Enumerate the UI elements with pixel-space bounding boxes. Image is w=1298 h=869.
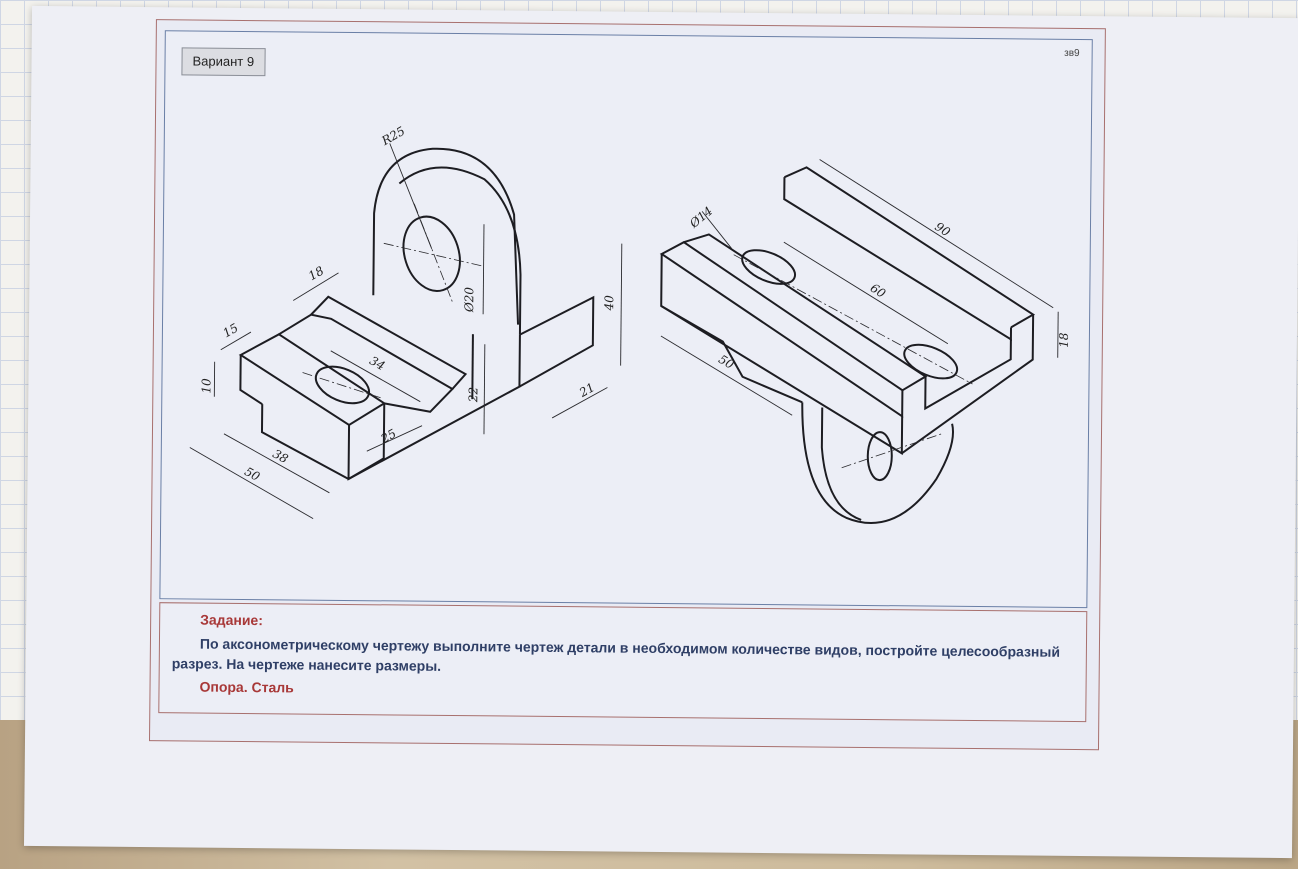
dim-38: 38 bbox=[270, 447, 290, 467]
left-part-drawing: R25 Ø20 40 22 21 34 18 15 10 bbox=[189, 124, 623, 520]
dim-21: 21 bbox=[576, 380, 597, 400]
dim-22: 22 bbox=[466, 387, 480, 403]
right-hole-2 bbox=[903, 343, 959, 380]
slot-back bbox=[310, 295, 468, 390]
lug-side-edge bbox=[471, 334, 474, 400]
round-lug-side bbox=[820, 407, 862, 521]
right-part-drawing: 90 60 Ø14 18 50 bbox=[659, 159, 1071, 524]
task-heading: Задание: bbox=[200, 611, 264, 629]
channel-bottom-profile bbox=[660, 305, 803, 404]
lug-hole-centerline-2 bbox=[383, 242, 484, 267]
drawing-frame: Вариант 9 зв9 bbox=[159, 30, 1093, 609]
dim-40: 40 bbox=[602, 295, 616, 312]
task-text: По аксонометрическому чертежу выполните … bbox=[171, 635, 1061, 674]
channel-floor bbox=[683, 233, 928, 392]
dim-d20: Ø20 bbox=[462, 287, 476, 314]
dim-18-right: 18 bbox=[1057, 332, 1071, 348]
dim-10: 10 bbox=[199, 378, 213, 394]
lug-hole bbox=[402, 215, 461, 292]
channel-left-wall bbox=[659, 241, 904, 419]
base-hole bbox=[314, 365, 371, 405]
dim-50-left: 50 bbox=[242, 464, 262, 484]
lug-front-contour bbox=[372, 147, 520, 325]
assignment-card: Вариант 9 зв9 bbox=[149, 19, 1106, 751]
base-hole-centerline bbox=[302, 372, 383, 399]
slot-outline bbox=[278, 313, 455, 413]
task-frame: Задание: По аксонометрическому чертежу в… bbox=[158, 602, 1088, 723]
base-left-edge bbox=[239, 354, 263, 405]
dim-d14: Ø14 bbox=[686, 204, 715, 231]
base-underside bbox=[260, 404, 350, 480]
channel-right-end bbox=[901, 314, 1035, 455]
channel-step bbox=[924, 339, 1012, 411]
dim-25: 25 bbox=[378, 426, 399, 446]
paper-sheet: Вариант 9 зв9 bbox=[23, 5, 1298, 859]
rear-block bbox=[518, 295, 595, 388]
channel-right-wall-inner bbox=[783, 177, 1013, 342]
isometric-drawings: R25 Ø20 40 22 21 34 18 15 10 bbox=[189, 124, 1071, 524]
round-lug-front bbox=[801, 402, 954, 524]
part-name: Опора. Сталь bbox=[199, 678, 294, 696]
dim-r25: R25 bbox=[378, 124, 407, 149]
round-lug-hole bbox=[866, 431, 893, 482]
lug-back-contour bbox=[398, 166, 522, 335]
dim-18: 18 bbox=[306, 263, 326, 283]
right-hole-1 bbox=[741, 249, 796, 285]
dim-50-right: 50 bbox=[716, 352, 737, 372]
dim-60: 60 bbox=[868, 281, 889, 301]
channel-right-wall-top bbox=[784, 166, 1036, 329]
dim-34: 34 bbox=[367, 354, 387, 374]
dim-90: 90 bbox=[932, 219, 953, 239]
dim-15: 15 bbox=[220, 321, 240, 341]
channel-front-face bbox=[660, 253, 904, 456]
holes-centerline bbox=[733, 254, 973, 385]
